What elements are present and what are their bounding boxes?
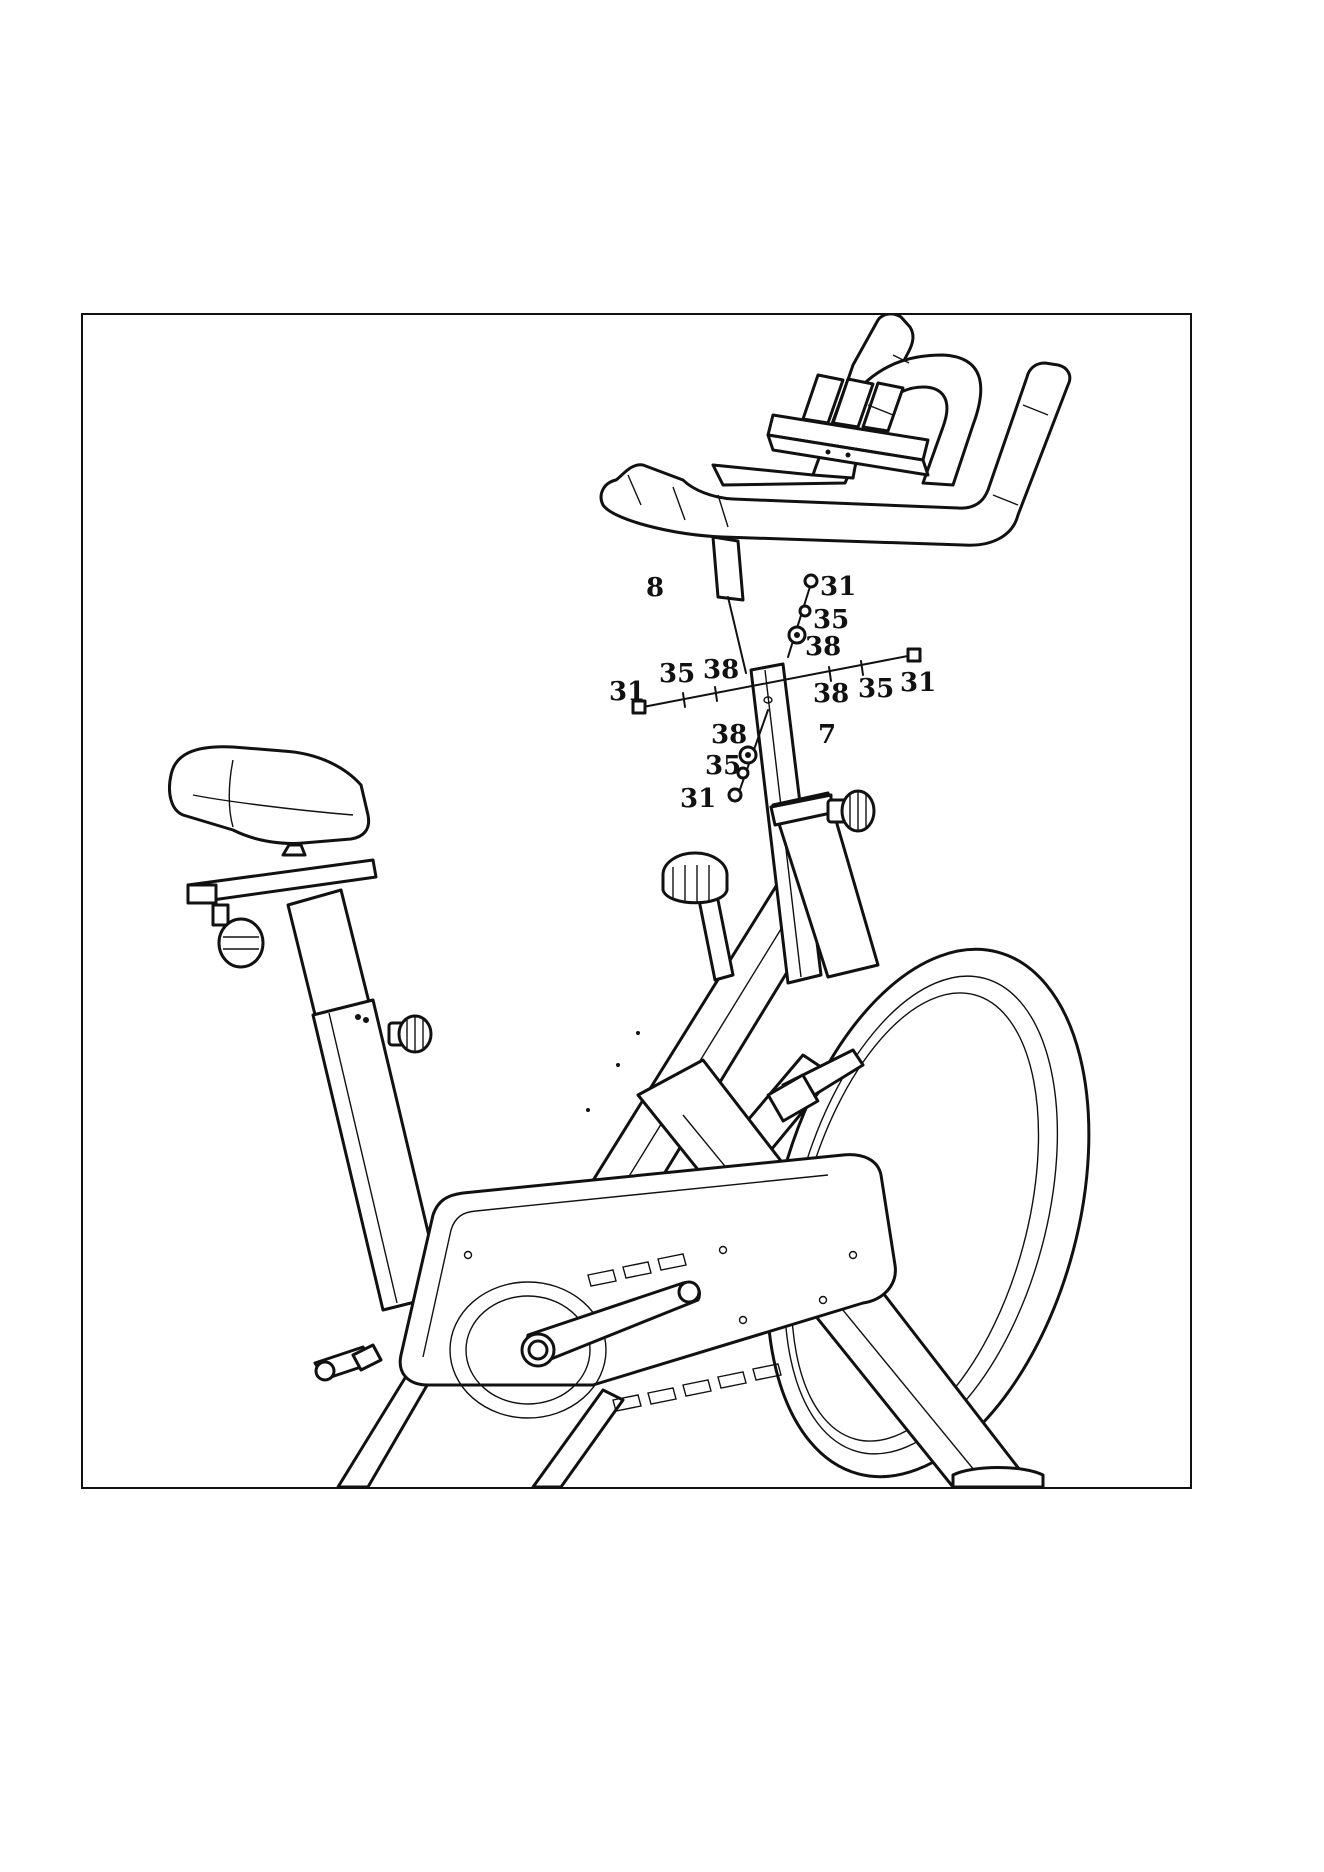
label-lower-washer: 35 [705,751,741,781]
label-right-spacer: 38 [813,679,849,709]
label-part-7: 7 [818,720,836,750]
label-left-bolt: 31 [609,677,645,707]
label-lower-spacer: 38 [711,720,747,750]
label-top-spacer: 38 [805,632,841,662]
label-right-washer: 35 [858,674,894,704]
label-part-8: 8 [646,573,664,603]
label-right-bolt: 31 [900,668,936,698]
seat-post [288,890,443,1310]
exercise-bike-exploded-view: 8 31 35 38 35 38 31 38 35 31 7 38 35 31 [83,315,1190,1487]
assembly-diagram-frame: 8 31 35 38 35 38 31 38 35 31 7 38 35 31 [81,313,1192,1489]
label-left-washer: 35 [659,659,695,689]
label-lower-bolt: 31 [680,784,716,814]
resistance-knob [663,853,733,980]
label-top-washer: 35 [813,605,849,635]
seat-adjust-knob [389,1016,431,1052]
label-top-bolt: 31 [820,572,856,602]
label-left-spacer: 38 [703,655,739,685]
left-pedal-bracket [315,1345,381,1380]
